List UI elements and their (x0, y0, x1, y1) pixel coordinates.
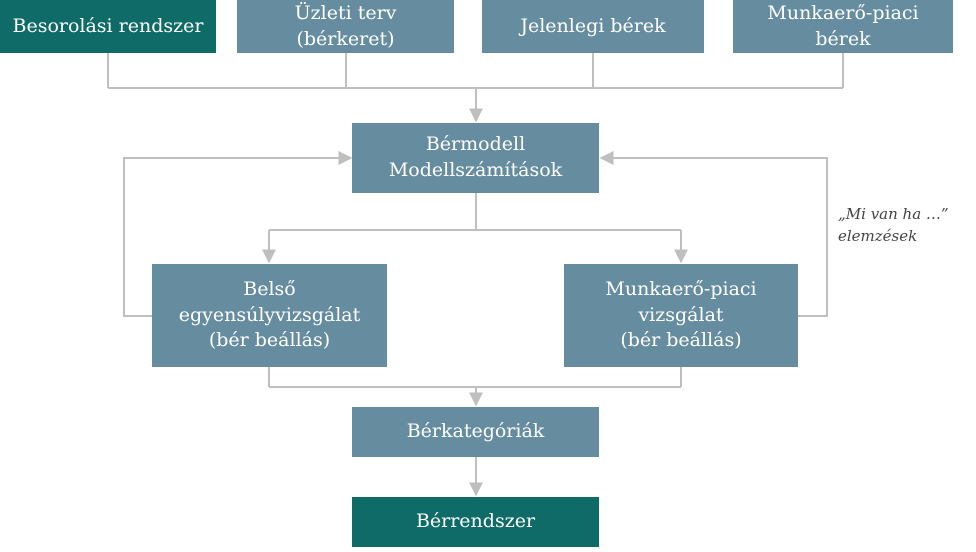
result-label: Bérrendszer (415, 510, 536, 533)
market-line-3: (bér beállás) (620, 329, 742, 352)
wage-categories-box: Bérkategóriák (352, 407, 599, 457)
input-besorolasi-rendszer: Besorolási rendszer (0, 0, 216, 53)
internal-line-2: egyensúlyvizsgálat (178, 303, 361, 326)
input-label: Besorolási rendszer (12, 14, 204, 37)
input-munkaeropiaci-berek: Munkaerő-piaci bérek (733, 0, 953, 53)
model-title: Bérmodell (425, 133, 526, 156)
feedback-left (123, 151, 353, 317)
feedback-right (599, 151, 828, 317)
model-subtitle: Modellszámítások (388, 159, 563, 181)
input-uzleti-terv: Üzleti terv (bérkeret) (237, 0, 454, 53)
what-if-note: „Mi van ha …” elemzések (838, 204, 949, 248)
internal-line-1: Belső (243, 278, 296, 301)
input-label: Üzleti terv (bérkeret) (294, 1, 397, 50)
market-line-1: Munkaerő-piaci (605, 278, 757, 301)
input-label: Jelenlegi bérek (520, 14, 666, 37)
what-if-line-1: „Mi van ha …” (838, 205, 949, 223)
wage-system-box: Bérrendszer (352, 497, 599, 547)
categories-label: Bérkategóriák (406, 420, 545, 443)
market-line-2: vizsgálat (638, 303, 724, 326)
wage-model-box: Bérmodell Modellszámítások (352, 123, 599, 193)
input-label: Munkaerő-piaci bérek (767, 1, 919, 50)
input-jelenlegi-berek: Jelenlegi bérek (482, 0, 704, 53)
internal-equity-box: Belső egyensúlyvizsgálat (bér beállás) (152, 264, 387, 367)
internal-line-3: (bér beállás) (208, 329, 331, 352)
what-if-line-2: elemzések (838, 226, 918, 245)
market-analysis-box: Munkaerő-piaci vizsgálat (bér beállás) (564, 264, 798, 367)
